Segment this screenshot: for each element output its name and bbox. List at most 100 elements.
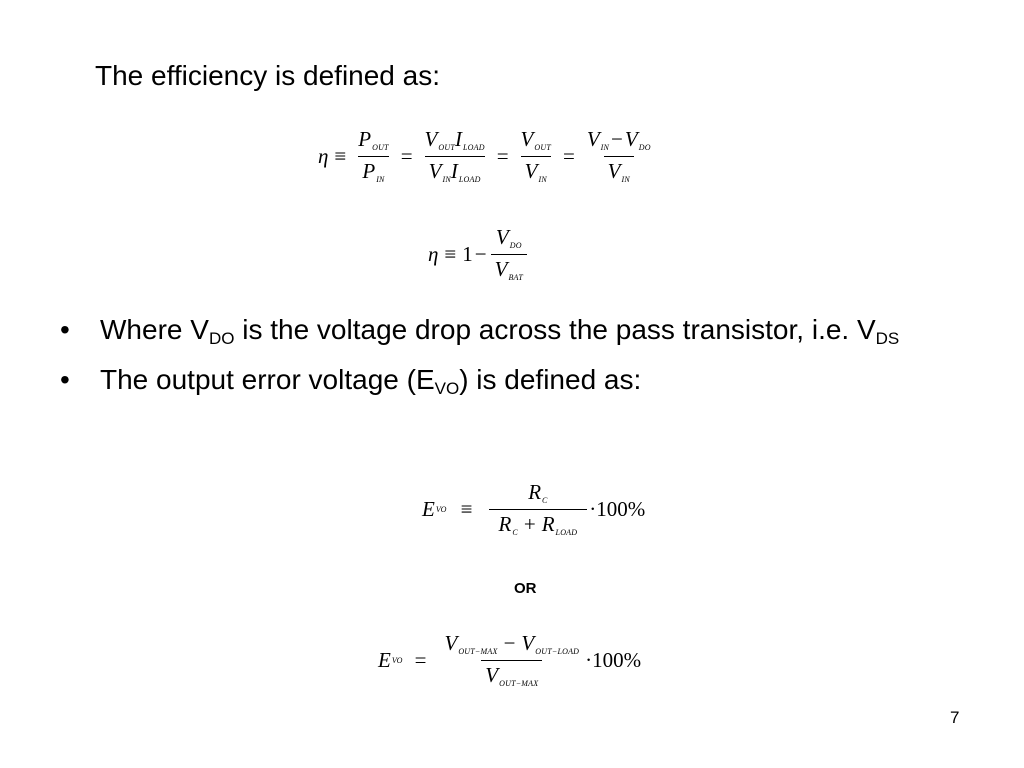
bullet-item-error-voltage: • The output error voltage (EVO) is defi…	[60, 362, 980, 398]
subscript: BAT	[508, 272, 523, 282]
symbol-v: V	[485, 662, 499, 687]
symbol-v: V	[624, 127, 638, 151]
fraction-numerator: VOUT−MAX−VOUT−LOAD	[441, 631, 584, 660]
equals-operator: =	[400, 143, 413, 168]
symbol-v: V	[607, 158, 621, 183]
efficiency-simplified-equation: η ≡ 1 − VDO VBAT	[428, 225, 529, 283]
subscript: LOAD	[458, 174, 481, 184]
dropout-battery-fraction: VDO VBAT	[490, 225, 527, 283]
minus-operator: −	[503, 631, 516, 655]
fraction-numerator: RC	[524, 480, 551, 509]
bullet-icon: •	[60, 314, 70, 345]
eta-symbol: η	[318, 143, 329, 168]
symbol-r: R	[528, 480, 542, 504]
subscript: VO	[391, 655, 403, 665]
minus-operator: −	[474, 241, 487, 266]
subscript: LOAD	[555, 527, 578, 537]
eta-symbol: η	[428, 241, 439, 266]
symbol-r: R	[541, 511, 555, 536]
subscript: DO	[509, 241, 522, 250]
subscript: OUT−MAX	[499, 678, 539, 688]
subscript: IN	[600, 143, 610, 152]
symbol-e: E	[422, 496, 435, 521]
bullet-item-dropout: • Where VDO is the voltage drop across t…	[60, 312, 980, 348]
page-number: 7	[950, 708, 960, 727]
dot-operator: ·	[589, 496, 597, 521]
percent-factor: 100%	[592, 647, 642, 672]
dropout-ratio-fraction: VIN−VDO VIN	[583, 127, 655, 185]
or-label: OR	[514, 580, 537, 597]
subscript: OUT−LOAD	[535, 647, 580, 656]
percent-factor: 100%	[596, 496, 646, 521]
symbol-e: E	[378, 647, 391, 672]
subscript: IN	[621, 174, 630, 184]
subscript: IN	[538, 174, 547, 184]
bullet-icon: •	[60, 364, 70, 395]
fraction-denominator: VIN	[603, 155, 634, 185]
fraction-numerator: VDO	[492, 225, 526, 254]
dot-operator: ·	[585, 647, 593, 672]
slide-heading: The efficiency is defined as:	[95, 60, 441, 91]
fraction-numerator: POUT	[354, 127, 392, 156]
output-difference-fraction: VOUT−MAX−VOUT−LOAD VOUT−MAX	[441, 631, 584, 689]
symbol-v: V	[494, 256, 508, 281]
subscript: DO	[638, 143, 651, 152]
symbol-v: V	[524, 158, 538, 183]
efficiency-equation: η ≡ POUT PIN = VOUTILOAD VINILOAD = VOUT…	[318, 127, 657, 185]
symbol-v: V	[586, 127, 600, 151]
bullet-subscript: DS	[875, 329, 900, 348]
vi-ratio-fraction: VOUTILOAD VINILOAD	[421, 127, 489, 185]
fraction-denominator: RC+RLOAD	[488, 508, 588, 538]
subscript: OUT	[438, 143, 455, 152]
fraction-denominator: PIN	[358, 155, 389, 185]
fraction-denominator: VINILOAD	[424, 155, 485, 185]
bullet-subscript: VO	[434, 379, 460, 398]
subscript: LOAD	[462, 143, 485, 152]
fraction-denominator: VOUT−MAX	[481, 659, 543, 689]
fraction-denominator: VBAT	[490, 253, 527, 283]
symbol-v: V	[444, 631, 458, 655]
fraction-numerator: VOUT	[517, 127, 555, 156]
power-ratio-fraction: POUT PIN	[354, 127, 392, 185]
subscript: OUT	[534, 143, 551, 152]
symbol-i: I	[450, 158, 458, 183]
bullet-list: • Where VDO is the voltage drop across t…	[60, 312, 980, 412]
one-constant: 1	[462, 241, 473, 266]
symbol-v: V	[520, 127, 534, 151]
symbol-p: P	[358, 127, 372, 151]
symbol-v: V	[428, 158, 442, 183]
symbol-r: R	[498, 511, 512, 536]
equiv-operator: ≡	[444, 241, 457, 266]
symbol-v: V	[495, 225, 509, 249]
resistance-ratio-fraction: RC RC+RLOAD	[488, 480, 588, 538]
bullet-text: ) is defined as:	[459, 364, 642, 395]
symbol-v: V	[424, 127, 438, 151]
subscript: C	[542, 496, 548, 505]
fraction-numerator: VIN−VDO	[583, 127, 655, 156]
bullet-text: Where V	[100, 314, 209, 345]
fraction-denominator: VIN	[520, 155, 551, 185]
equals-operator: =	[496, 143, 509, 168]
symbol-p: P	[362, 158, 376, 183]
subscript: VO	[435, 504, 447, 514]
minus-operator: −	[611, 127, 623, 151]
equiv-operator: ≡	[334, 143, 347, 168]
equiv-operator: ≡	[460, 496, 473, 521]
symbol-v: V	[521, 631, 535, 655]
bullet-text: The output error voltage (E	[100, 364, 435, 395]
voltage-ratio-fraction: VOUT VIN	[517, 127, 555, 185]
subscript: IN	[442, 174, 451, 184]
equals-operator: =	[414, 647, 427, 672]
subscript: C	[512, 527, 518, 537]
bullet-text: is the voltage drop across the pass tran…	[234, 314, 876, 345]
plus-operator: +	[523, 511, 536, 536]
subscript: OUT−MAX	[458, 647, 498, 656]
bullet-subscript: DO	[208, 329, 235, 348]
subscript: IN	[376, 174, 385, 184]
fraction-numerator: VOUTILOAD	[421, 127, 489, 156]
symbol-i: I	[454, 127, 462, 151]
equals-operator: =	[562, 143, 575, 168]
subscript: OUT	[372, 143, 389, 152]
